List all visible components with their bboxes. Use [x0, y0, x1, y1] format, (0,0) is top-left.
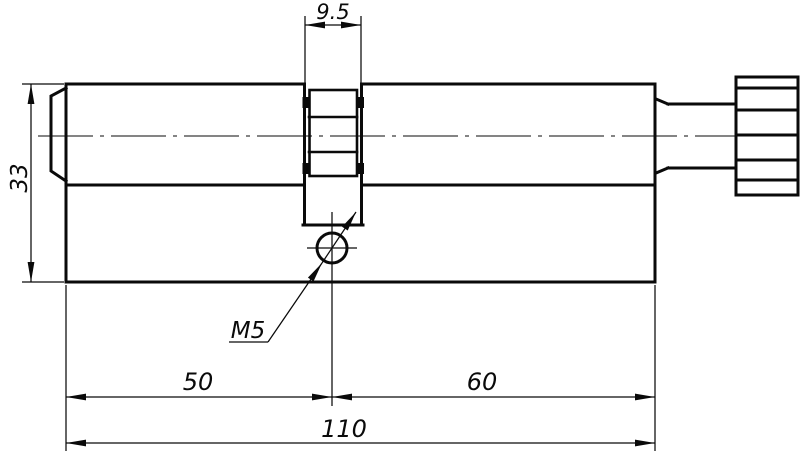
cylinder-body-outline — [64, 82, 657, 284]
clutch-tab — [358, 163, 364, 174]
dim-slot-width-label: 9.5 — [316, 0, 349, 24]
clutch-tab — [302, 97, 309, 108]
dim-right-span: 60 — [332, 368, 655, 401]
thumbturn-knob — [734, 75, 800, 197]
dim-body-height: 33 — [7, 83, 64, 283]
dim-total-length-label: 110 — [321, 415, 367, 443]
dim-right-span-label: 60 — [467, 368, 498, 396]
dim-slot-width: 9.5 — [304, 0, 362, 83]
clutch-tab — [302, 163, 309, 174]
dim-body-height-label: 33 — [7, 163, 33, 192]
clutch-block — [302, 88, 364, 178]
bottom-extension-lines — [65, 285, 656, 451]
dim-left-span-label: 50 — [183, 368, 214, 396]
dim-total-length: 110 — [66, 415, 655, 447]
m5-label: M5 — [231, 318, 265, 344]
left-chamfer-tip — [49, 85, 69, 184]
cam-slot — [301, 82, 365, 227]
m5-hole — [307, 212, 357, 406]
knob-neck — [654, 97, 738, 175]
clutch-tab — [358, 97, 364, 108]
m5-leader: M5 — [229, 211, 357, 344]
dim-left-span: 50 — [66, 368, 332, 401]
